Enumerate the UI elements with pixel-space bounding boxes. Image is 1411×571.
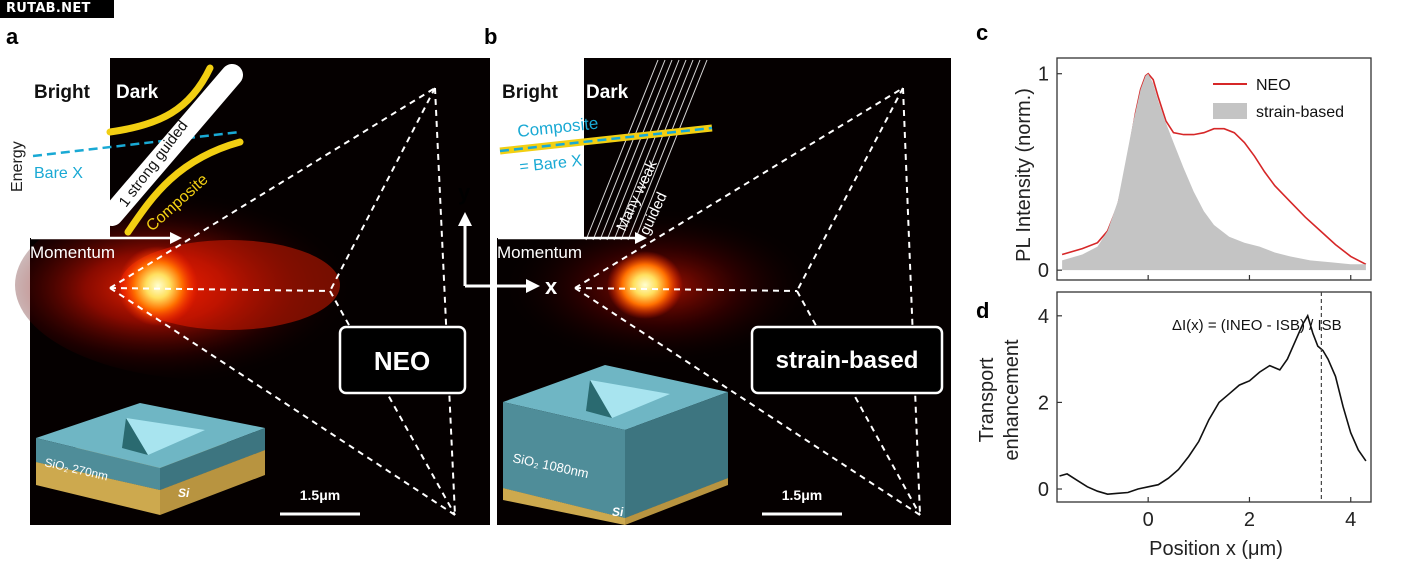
legend-strain-label: strain-based <box>1256 104 1344 121</box>
panel-c-legend: NEO strain-based <box>1213 77 1344 121</box>
panel-b-scalebar-label: 1.5μm <box>782 487 822 503</box>
panel-a-guided-band <box>101 64 243 226</box>
panel-a-energy-arrow <box>25 56 37 68</box>
panel-a-si-label: Si <box>178 486 190 500</box>
y-axis-arrowhead <box>458 212 472 226</box>
panel-c-ytick-label: 0 <box>1038 260 1049 282</box>
panel-a-pyramid-outline <box>109 87 456 516</box>
panel-d-ylabel-2: enhancement <box>1001 339 1023 461</box>
panel-b-si-label: Si <box>612 505 624 519</box>
panel-b-hotspot <box>607 251 683 319</box>
legend-strain-swatch <box>1213 103 1247 119</box>
panel-b-weak-guided-lines <box>585 59 708 241</box>
panel-b-label-box <box>750 325 944 395</box>
panel-c-frame <box>1056 57 1372 281</box>
panel-c-ytick-label: 1 <box>1038 64 1049 86</box>
panel-c-series-strain-area <box>1062 73 1366 271</box>
panel-a-bare-x-label: Bare X <box>34 165 83 182</box>
panel-d-letter: d <box>976 298 989 323</box>
panel-a-dark-label: Dark <box>116 82 159 103</box>
x-axis-arrowhead <box>526 279 540 293</box>
x-axis-label: x <box>545 274 558 299</box>
panel-a-energy-label: Energy <box>9 141 26 192</box>
panel-b-bare-x-label: = Bare X <box>519 152 583 175</box>
panel-a-composite-branch <box>124 138 244 236</box>
panel-b-letter: b <box>484 24 497 49</box>
panel-d-xtick-label: 0 <box>1143 509 1154 531</box>
panel-a-letter: a <box>6 24 19 49</box>
panel-d-ytick-label: 2 <box>1038 392 1049 414</box>
panel-b-momentum-label: Momentum <box>497 243 582 262</box>
panel-b-energy-arrow <box>492 56 504 68</box>
panel-a-substrate <box>36 403 265 515</box>
panel-a-bright-label: Bright <box>34 82 91 103</box>
panel-d-ytick-label: 4 <box>1038 306 1049 328</box>
panel-b-dark-label: Dark <box>586 82 629 103</box>
panel-d-ylabel-1: Transport <box>976 357 998 442</box>
panel-d-formula: ΔI(x) = (INEO - ISB) / ISB <box>1172 317 1342 334</box>
panel-a-upper-branch <box>106 64 214 136</box>
panel-c-letter: c <box>976 20 988 45</box>
legend-neo-label: NEO <box>1256 77 1291 94</box>
watermark: RUTAB.NET <box>0 0 114 18</box>
panel-d-xlabel: Position x (μm) <box>1149 538 1283 560</box>
panel-c-ylabel: PL Intensity (norm.) <box>1013 88 1035 262</box>
panel-a-label-box <box>338 325 467 395</box>
panel-b-bright-label: Bright <box>502 82 559 103</box>
panel-b-substrate <box>503 365 728 525</box>
panel-a-momentum-label: Momentum <box>30 243 115 262</box>
panel-d-frame <box>1056 291 1372 503</box>
y-axis-label: y <box>458 180 471 205</box>
panel-d-xtick-label: 2 <box>1244 509 1255 531</box>
panel-b-pyramid-outline <box>574 87 921 516</box>
panel-d-plot: 0 2 4 0 2 4 <box>1038 291 1372 531</box>
panel-b-label: strain-based <box>776 347 919 374</box>
panel-a-scalebar-label: 1.5μm <box>300 487 340 503</box>
panel-a-bare-x-line <box>32 130 241 158</box>
panel-b-bare-x-line <box>499 126 713 153</box>
panel-a-label: NEO <box>374 346 430 376</box>
panel-b-momentum-arrow <box>635 232 647 244</box>
panel-d-ytick-label: 0 <box>1038 479 1049 501</box>
panel-d-series-line <box>1059 313 1367 496</box>
panel-d-xtick-label: 4 <box>1345 509 1356 531</box>
panel-a-momentum-arrow <box>170 232 182 244</box>
